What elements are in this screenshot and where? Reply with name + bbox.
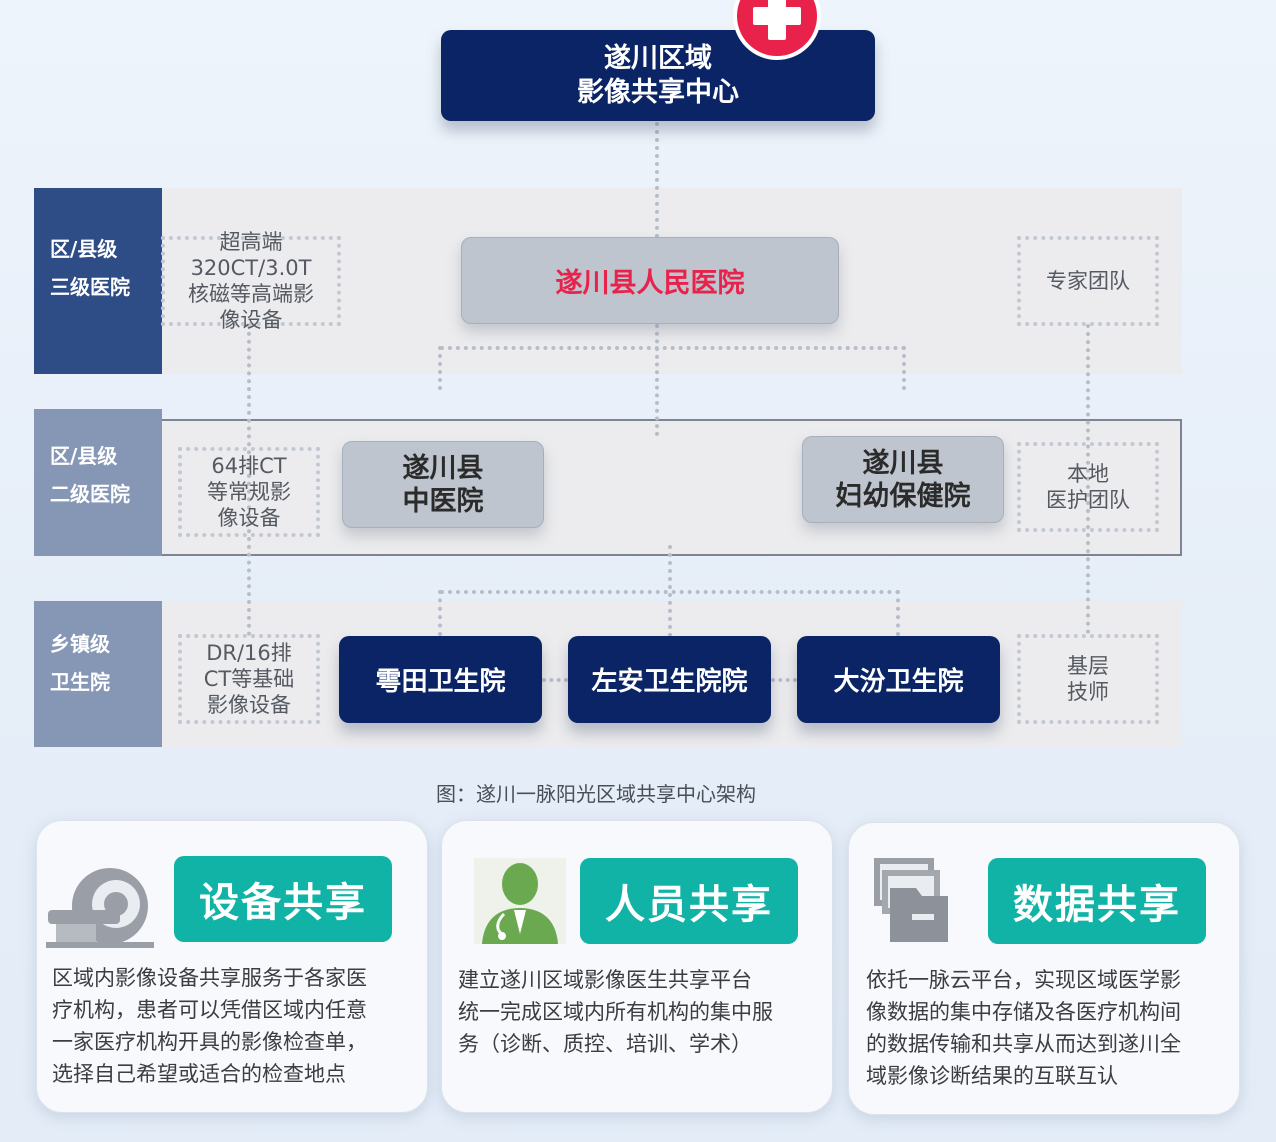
card-data-title: 数据共享	[988, 858, 1206, 944]
connector-branch-right	[902, 346, 906, 390]
tier2-team-line2: 医护团队	[1046, 488, 1130, 512]
node-town2: 左安卫生院院	[568, 636, 771, 723]
connector-branch-left	[438, 346, 442, 390]
node-town1-label: 雩田卫生院	[375, 667, 506, 697]
card-data-desc-line1: 依托一脉云平台，实现区域医学影	[866, 968, 1181, 992]
center-node-line2: 影像共享中心	[577, 76, 739, 108]
tier1-equipment-line1: 超高端	[219, 230, 283, 254]
card-data-desc-line2: 像数据的集中存储及各医疗机构间	[866, 1000, 1181, 1024]
tier1-equipment-line3: 核磁等高端影	[188, 282, 314, 306]
node-town2-label: 左安卫生院院	[591, 667, 748, 697]
node-mch-hospital: 遂川县 妇幼保健院	[802, 436, 1004, 523]
card-people-title-text: 人员共享	[605, 882, 773, 928]
tier2-equipment-line2: 等常规影	[207, 480, 291, 504]
node-people-hospital-label: 遂川县人民医院	[555, 268, 745, 299]
card-equipment-title-text: 设备共享	[199, 880, 367, 926]
tier1-equipment-line2: 320CT/3.0T	[190, 256, 312, 280]
connector-town-left	[438, 590, 442, 636]
card-people-desc: 建立遂川区域影像医生共享平台 统一完成区域内所有机构的集中服 务（诊断、质控、培…	[458, 964, 828, 1060]
connector-town-2-3	[771, 678, 797, 682]
node-tcm-line2: 中医院	[402, 485, 484, 517]
tier3-team-line1: 基层	[1067, 654, 1109, 678]
card-people-desc-line2: 统一完成区域内所有机构的集中服	[458, 1000, 773, 1024]
connector-center-to-hospital	[655, 122, 659, 238]
connector-hospital-down	[655, 324, 659, 436]
node-town1: 雩田卫生院	[339, 636, 542, 723]
tier2-team-box: 本地 医护团队	[1017, 442, 1159, 532]
card-data-desc-line4: 域影像诊断结果的互联互认	[866, 1064, 1118, 1088]
center-node-line1: 遂川区域	[604, 42, 712, 74]
tier1-team-box: 专家团队	[1017, 236, 1159, 326]
tier1-label: 区/县级 三级医院	[34, 188, 162, 374]
card-data-desc-line3: 的数据传输和共享从而达到遂川全	[866, 1032, 1181, 1056]
node-town3-label: 大汾卫生院	[833, 667, 964, 697]
card-equipment-desc-line4: 选择自己希望或适合的检查地点	[52, 1062, 346, 1086]
card-people-desc-line3: 务（诊断、质控、培训、学术）	[458, 1032, 752, 1056]
diagram-caption: 图：遂川一脉阳光区域共享中心架构	[436, 782, 756, 806]
node-town3: 大汾卫生院	[797, 636, 1000, 723]
node-tcm-line1: 遂川县	[402, 452, 484, 484]
tier3-equipment-line1: DR/16排	[206, 641, 292, 665]
connector-equip-left	[247, 324, 251, 636]
card-data-title-text: 数据共享	[1013, 882, 1181, 928]
card-people-desc-line1: 建立遂川区域影像医生共享平台	[458, 968, 752, 992]
tier3-equipment-box: DR/16排 CT等基础 影像设备	[178, 634, 320, 724]
ct-scanner-icon	[46, 868, 154, 948]
connector-town-1-2	[542, 678, 568, 682]
card-equipment-desc-line3: 一家医疗机构开具的影像检查单，	[52, 1030, 367, 1054]
card-equipment-desc: 区域内影像设备共享服务于各家医 疗机构，患者可以凭借区域内任意 一家医疗机构开具…	[52, 962, 422, 1090]
tier1-team-line1: 专家团队	[1046, 269, 1130, 293]
card-equipment-desc-line2: 疗机构，患者可以凭借区域内任意	[52, 998, 367, 1022]
tier3-label-line1: 乡镇级	[50, 632, 110, 656]
red-cross-icon	[733, 0, 821, 60]
connector-tier3-branch	[440, 590, 900, 594]
tier3-team-line2: 技师	[1067, 680, 1109, 704]
connector-town-right	[896, 590, 900, 636]
node-mch-line1: 遂川县	[862, 447, 944, 479]
tier2-label-line2: 二级医院	[50, 482, 130, 506]
tier3-label: 乡镇级 卫生院	[34, 601, 162, 747]
tier2-equipment-line1: 64排CT	[211, 454, 287, 478]
node-mch-line2: 妇幼保健院	[835, 480, 971, 512]
connector-team-right	[1086, 324, 1090, 634]
card-data-desc: 依托一脉云平台，实现区域医学影 像数据的集中存储及各医疗机构间 的数据传输和共享…	[866, 964, 1236, 1092]
doctor-icon	[474, 858, 566, 944]
connector-tier1-branch	[440, 346, 906, 350]
tier3-equipment-line3: 影像设备	[207, 693, 291, 717]
node-people-hospital: 遂川县人民医院	[461, 237, 839, 324]
card-equipment-desc-line1: 区域内影像设备共享服务于各家医	[52, 966, 367, 990]
folder-files-icon	[874, 858, 948, 942]
tier1-equipment-line4: 像设备	[219, 308, 283, 332]
card-people-title: 人员共享	[580, 858, 798, 944]
tier2-team-line1: 本地	[1067, 462, 1109, 486]
tier2-label-line1: 区/县级	[50, 444, 118, 468]
tier2-equipment-line3: 像设备	[217, 506, 281, 530]
node-tcm-hospital: 遂川县 中医院	[342, 441, 544, 528]
tier1-equipment-box: 超高端 320CT/3.0T 核磁等高端影 像设备	[161, 230, 341, 332]
card-equipment-title: 设备共享	[174, 856, 392, 942]
tier1-label-line2: 三级医院	[50, 275, 130, 299]
tier3-equipment-line2: CT等基础	[203, 667, 295, 691]
tier2-label: 区/县级 二级医院	[34, 409, 162, 556]
tier1-label-line1: 区/县级	[50, 237, 118, 261]
tier2-band	[160, 419, 1182, 556]
tier3-label-line2: 卫生院	[50, 670, 110, 694]
tier3-team-box: 基层 技师	[1017, 634, 1159, 724]
tier2-equipment-box: 64排CT 等常规影 像设备	[178, 447, 320, 537]
